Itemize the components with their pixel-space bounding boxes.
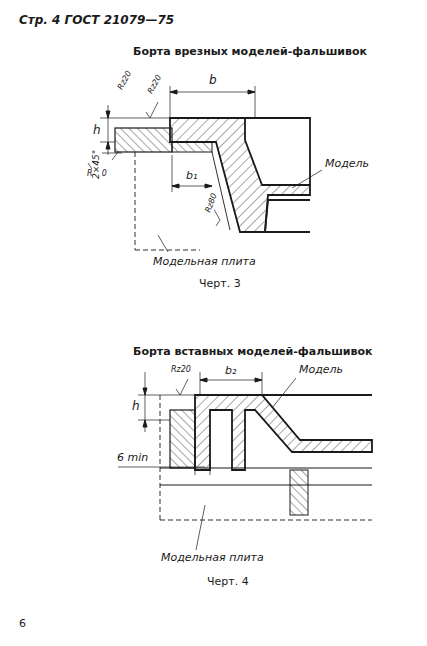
part-name: Модельная плита: [152, 256, 257, 268]
part-name: Модель: [324, 158, 370, 170]
dimension-label: h: [92, 124, 102, 137]
roughness-mark: Rz20: [146, 73, 165, 96]
roughness-mark: Rz80: [204, 191, 220, 215]
dimension-label: b₁: [185, 170, 198, 182]
page-header: Стр. 4 ГОСТ 21079—75: [18, 14, 175, 27]
figure-title: Борта врезных моделей-фальшивок: [132, 46, 368, 58]
figure-title: Борта вставных моделей-фальшивок: [132, 346, 374, 358]
part-name: Модельная плита: [160, 552, 265, 564]
roughness-mark: Rz20: [170, 366, 192, 375]
part-name: Модель: [298, 364, 344, 376]
dimension-label: b: [208, 74, 218, 87]
dimension-label: 6 min: [116, 452, 149, 464]
dimension-label: b₂: [224, 365, 237, 377]
chamfer-dimension: 2×45°: [92, 149, 102, 180]
figure-caption: Черт. 3: [198, 278, 242, 290]
dimension-label: h: [131, 400, 141, 413]
figure-caption: Черт. 4: [206, 576, 250, 588]
roughness-mark: Rz20: [116, 69, 135, 92]
page-number: 6: [18, 618, 27, 630]
